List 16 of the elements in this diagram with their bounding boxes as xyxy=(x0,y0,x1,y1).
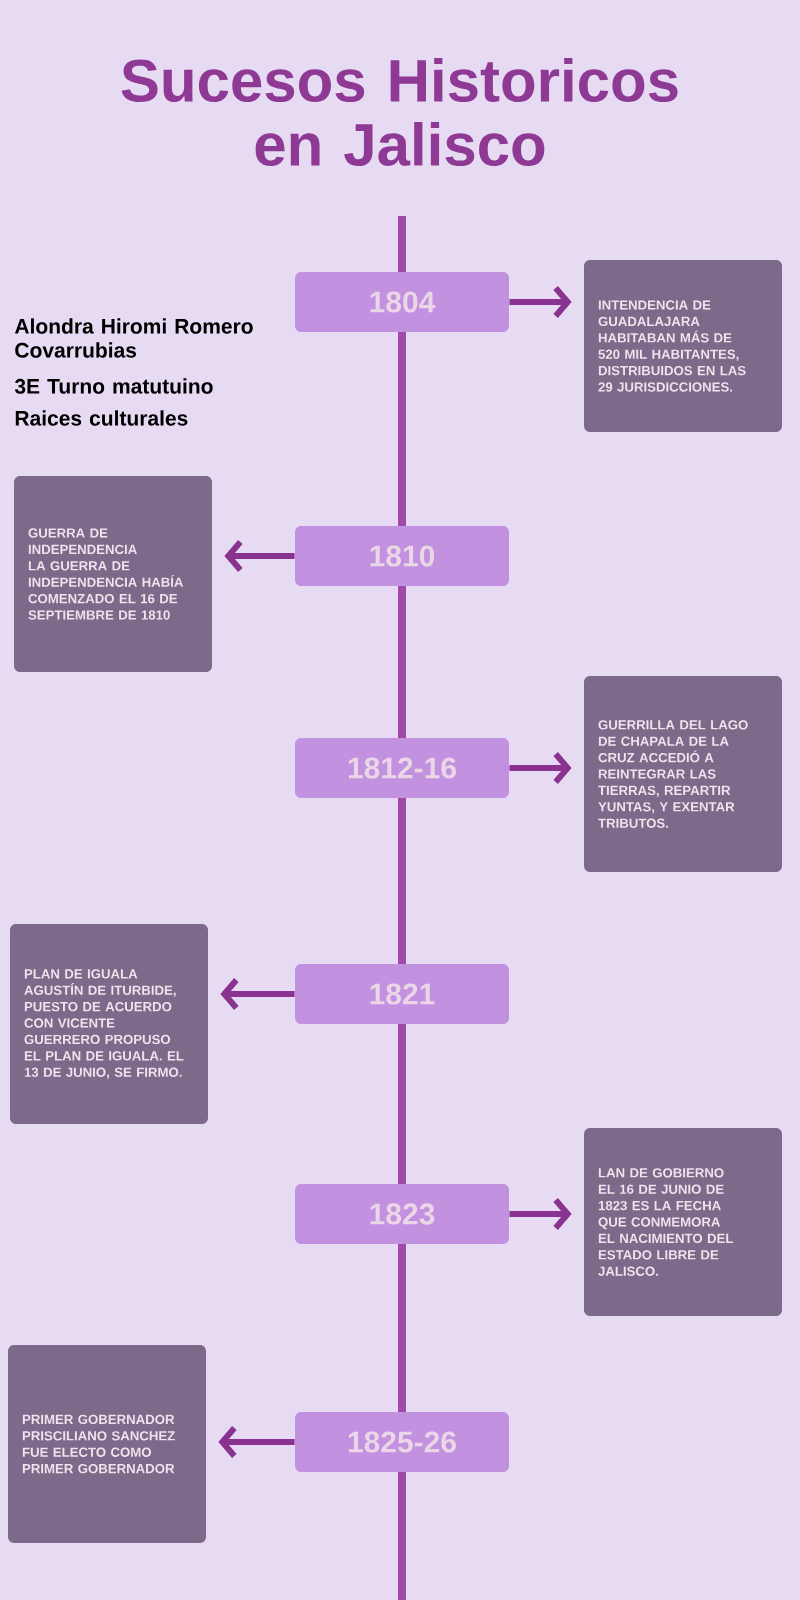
author-text: Alondra Hiromi Romero Covarrubias xyxy=(14,318,253,358)
arrow xyxy=(218,1426,295,1458)
arrow xyxy=(224,540,295,572)
year-box: 1810 xyxy=(295,526,509,586)
author-text: Raices culturales xyxy=(15,410,188,426)
arrow xyxy=(220,978,295,1010)
year-box: 1804 xyxy=(295,272,509,332)
arrow xyxy=(509,752,572,784)
arrow xyxy=(509,1198,572,1230)
title: Sucesos Historicos en Jalisco xyxy=(121,58,678,167)
arrow xyxy=(509,286,572,318)
year-box: 1823 xyxy=(295,1184,509,1244)
year-box: 1812-16 xyxy=(295,738,509,798)
year-box: 1825-26 xyxy=(295,1412,509,1472)
author-text: 3E Turno matutuino xyxy=(14,378,213,394)
year-box: 1821 xyxy=(295,964,509,1024)
